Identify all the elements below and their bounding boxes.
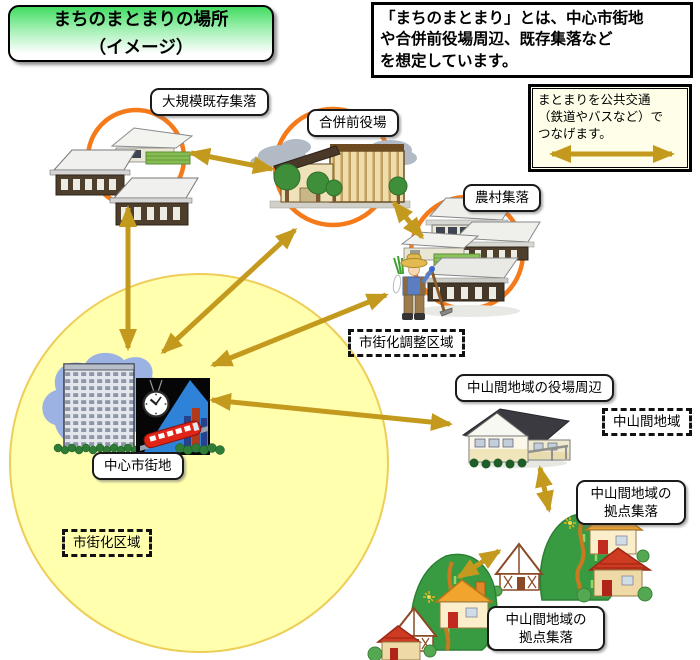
label-urbanization-control-area: 市街化調整区域 (348, 329, 465, 357)
station-picture-icon (136, 378, 210, 455)
transit-note-box: まとまりを公共交通 （鉄道やバスなど）で つなげます。 (528, 84, 692, 172)
farmer-icon (392, 253, 453, 320)
arrow-village-village (456, 548, 502, 580)
label-base-settlement-right: 中山間地域の 拠点集落 (576, 480, 686, 526)
tudor-house-icon (493, 542, 545, 591)
sparkle-icon (423, 591, 435, 603)
traditional-house-icon (421, 257, 519, 302)
train-icon (143, 420, 202, 449)
transit-note-text: まとまりを公共交通 （鉄道やバスなど）で つなげます。 (538, 93, 664, 141)
village-right-illustration (491, 507, 653, 603)
rural-settlement-illustration (392, 197, 541, 320)
bushes-icon (469, 458, 527, 469)
house-icon (587, 547, 653, 597)
sparkle-icon (564, 517, 576, 529)
label-base-settlement-bottom: 中山間地域の 拠点集落 (487, 606, 605, 652)
town-hall-illustration (250, 139, 417, 209)
label-mountain-area: 中山間地域 (602, 408, 692, 436)
transit-arrows (118, 147, 554, 580)
traditional-house-icon (49, 149, 137, 196)
house-icon (375, 625, 423, 660)
city-center-illustration (42, 352, 225, 455)
arrow-city-rural (210, 292, 389, 368)
label-rural-settlement: 農村集落 (463, 184, 541, 212)
village-bottom-illustration (367, 553, 498, 660)
description-box: 「まちのまとまり」とは、中心市街地 や合併前役場周辺、既存集落など を想定してい… (371, 2, 693, 79)
urban-area-circle (9, 273, 389, 653)
tree-icon (273, 163, 408, 204)
clock-icon (142, 380, 170, 418)
label-mountain-town-hall: 中山間地域の役場周辺 (455, 374, 614, 402)
house-icon (433, 579, 495, 629)
ground-shadow (416, 305, 520, 317)
transit-note-arrow (548, 144, 676, 163)
label-large-settlement: 大規模既存集落 (150, 88, 269, 116)
arrow-city-townhall (160, 227, 298, 355)
label-urbanization-area: 市街化区域 (62, 529, 152, 557)
page-title: まちのまとまりの場所 （イメージ） (8, 5, 274, 62)
label-city-center: 中心市街地 (92, 452, 184, 480)
bushes-icon (175, 443, 225, 455)
arrow-settlement-townhall (188, 147, 275, 175)
large-settlement-illustration (49, 127, 199, 226)
arrow-hall-village (535, 465, 554, 513)
highrise-icon (63, 363, 135, 449)
arrow-city-mountain-hall (209, 392, 453, 432)
bushes-icon (367, 638, 498, 660)
label-former-town-hall: 合併前役場 (307, 109, 399, 137)
arrow-townhall-rural (392, 200, 424, 240)
mountain-town-hall-illustration (461, 408, 571, 469)
town-office-icon (461, 408, 571, 463)
